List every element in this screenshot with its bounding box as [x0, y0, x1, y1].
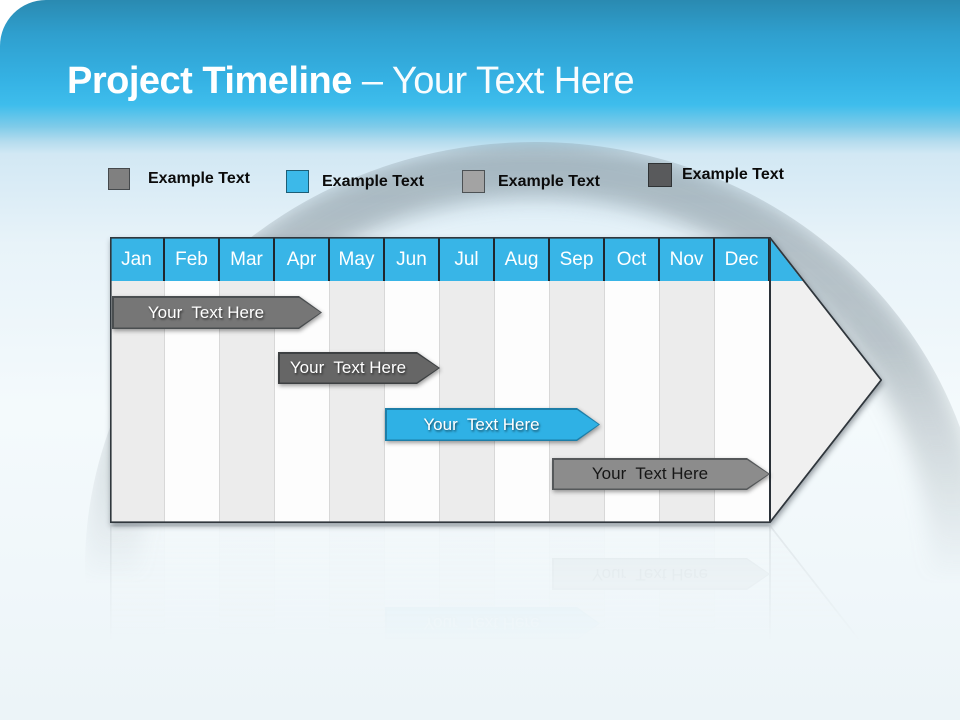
task-arrow-edge: Your Text Here [552, 458, 770, 490]
task-arrow: Your Text Here [552, 558, 770, 590]
task-arrow: Your Text Here [112, 296, 322, 329]
task-arrow-edge: Your Text Here [278, 664, 440, 696]
big-arrow-shape [110, 525, 882, 720]
title-emphasis: Project Timeline [67, 60, 362, 102]
task-arrow-edge: Your Text Here [552, 558, 770, 590]
title-suffix: – Your Text Here [361, 60, 635, 102]
task-arrow-edge: Your Text Here [112, 296, 322, 329]
task-label: Your Text Here [280, 666, 439, 695]
slide-title: Project Timeline – Your Text Here [67, 57, 635, 105]
task-arrow: Your Text Here [278, 352, 440, 384]
task-arrow: Your Text Here [385, 607, 600, 640]
task-label: Your Text Here [554, 460, 769, 489]
task-label: Your Text Here [554, 560, 769, 589]
task-arrow: Your Text Here [552, 458, 770, 490]
task-label: Your Text Here [387, 410, 599, 440]
title-band [0, 0, 960, 154]
task-arrow-edge: Your Text Here [385, 607, 600, 640]
task-arrow-edge: Your Text Here [385, 408, 600, 441]
task-label: Your Text Here [114, 298, 321, 328]
task-arrow-edge: Your Text Here [278, 352, 440, 384]
task-arrow: Your Text Here [278, 664, 440, 696]
task-label: Your Text Here [280, 354, 439, 383]
task-arrow: Your Text Here [385, 408, 600, 441]
task-label: Your Text Here [387, 609, 599, 639]
